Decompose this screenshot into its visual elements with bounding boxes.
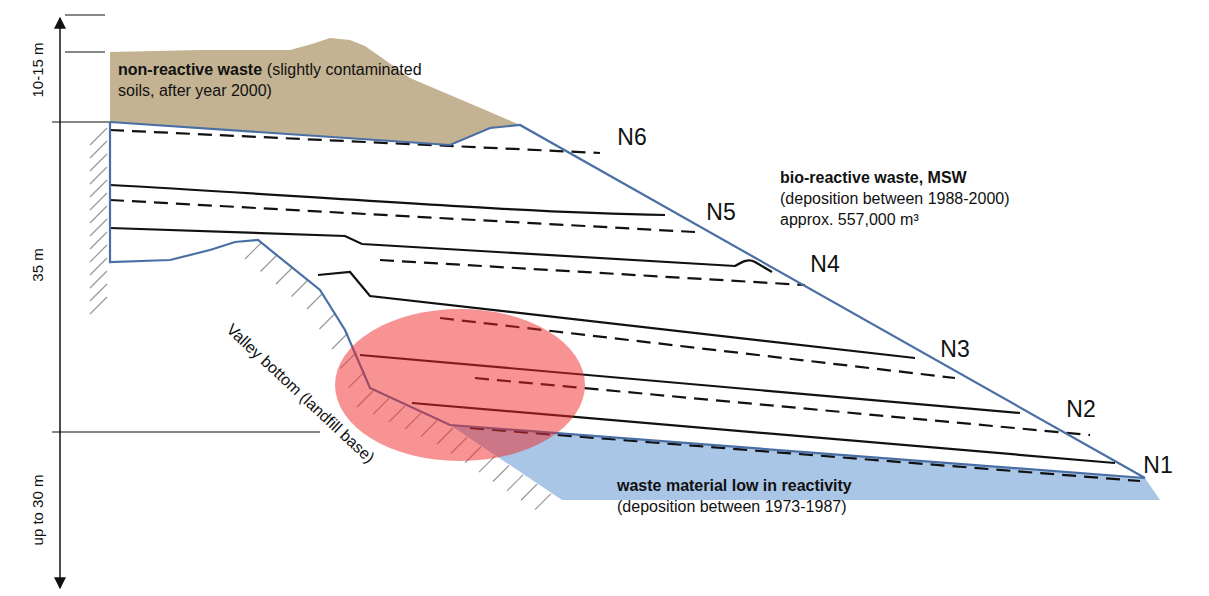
- label-text: 35 m: [29, 248, 46, 281]
- layer-label: N2: [1066, 395, 1095, 425]
- layer-label: N6: [617, 123, 646, 153]
- label-text: N3: [940, 336, 969, 362]
- waste-label: bio-reactive waste, MSW: [780, 168, 967, 189]
- label-text: N2: [1066, 396, 1095, 422]
- label-text: bio-reactive waste, MSW: [780, 169, 967, 186]
- label-text: (deposition between 1973-1987): [617, 498, 847, 515]
- layer-label: N1: [1143, 451, 1172, 481]
- hatch-stroke: [90, 180, 107, 197]
- label-text: N5: [706, 199, 735, 225]
- hatch-stroke: [332, 333, 348, 349]
- dimension-line: [59, 18, 61, 588]
- hatch-stroke: [90, 258, 107, 275]
- dimension-label: 10-15 m: [28, 42, 49, 97]
- hatch-stroke: [90, 128, 107, 145]
- waste-label: approx. 557,000 m³: [780, 210, 919, 231]
- hatch-stroke: [320, 313, 336, 329]
- label-text: non-reactive waste: [118, 61, 262, 78]
- hatch-stroke: [261, 256, 277, 272]
- hatch-stroke: [245, 243, 261, 259]
- hatch-stroke: [493, 466, 509, 482]
- hatch-stroke: [90, 284, 107, 301]
- hatch-stroke: [292, 281, 308, 297]
- label-text: waste material low in reactivity: [617, 477, 852, 494]
- layer-label: N3: [940, 335, 969, 365]
- dimension-label: up to 30 m: [28, 475, 49, 546]
- layer-label: N5: [706, 198, 735, 228]
- hatch-stroke: [507, 475, 523, 491]
- dimension-label: 35 m: [28, 248, 49, 281]
- layer-dashed-lines: [110, 130, 1140, 481]
- waste-label: (deposition between 1973-1987): [617, 497, 847, 518]
- label-text: (deposition between 1988-2000): [780, 190, 1010, 207]
- label-text: up to 30 m: [29, 475, 46, 546]
- layer-label: N4: [810, 250, 839, 280]
- label-text: 10-15 m: [29, 42, 46, 97]
- hatch-stroke: [535, 494, 551, 510]
- hatch-stroke: [90, 193, 107, 210]
- hatch-stroke: [90, 141, 107, 158]
- hatch-stroke: [90, 271, 107, 288]
- waste-label: (deposition between 1988-2000): [780, 189, 1010, 210]
- dimension-tick: [52, 431, 320, 432]
- layer-lines: [110, 185, 1115, 463]
- landfill-outline: [110, 122, 1145, 478]
- hatch-stroke: [90, 219, 107, 236]
- hatch-stroke: [90, 154, 107, 171]
- dimension-tick: [65, 14, 105, 15]
- label-text: N1: [1143, 452, 1172, 478]
- hatch-stroke: [90, 167, 107, 184]
- highlight-ellipse: [335, 309, 585, 461]
- label-text: N4: [810, 251, 839, 277]
- hatch-stroke: [276, 268, 292, 284]
- hatch-stroke: [307, 293, 323, 309]
- non-reactive-waste-mound: [110, 38, 520, 145]
- hatch-stroke: [90, 232, 107, 249]
- dimension-tick: [52, 121, 110, 122]
- hatch-stroke: [90, 245, 107, 262]
- hatch-stroke: [521, 484, 537, 500]
- waste-label: non-reactive waste(slightly contaminated…: [118, 60, 458, 102]
- waste-label: waste material low in reactivity: [617, 476, 852, 497]
- label-text: approx. 557,000 m³: [780, 211, 919, 228]
- hatch-stroke: [90, 206, 107, 223]
- label-text: N6: [617, 124, 646, 150]
- dimension-tick: [65, 51, 105, 52]
- hatch-stroke: [90, 297, 107, 314]
